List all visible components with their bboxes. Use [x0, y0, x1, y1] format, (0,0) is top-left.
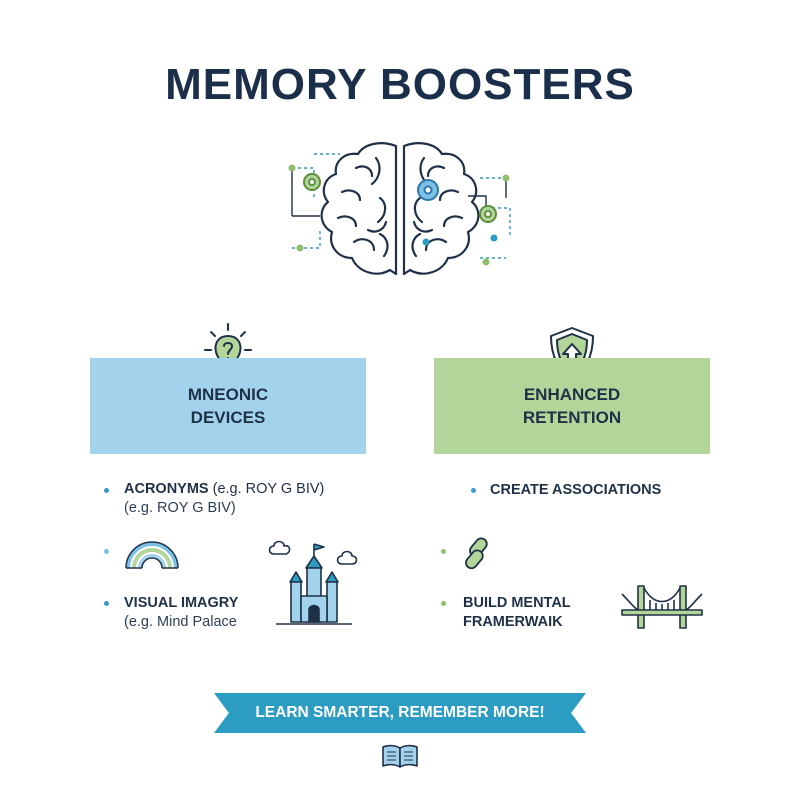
acronyms-item: ACRONYMS (e.g. ROY G BIV) (e.g. ROY G BI… — [124, 480, 324, 518]
brain-gears-icon — [288, 142, 511, 276]
visual-imagery-sub: (e.g. Mind Palace — [124, 614, 237, 630]
bullet-dot — [104, 601, 109, 606]
acronyms-example: (e.g. ROY G BIV) — [208, 481, 325, 497]
create-associations-label: CREATE ASSOCIATIONS — [490, 482, 662, 498]
mnemonic-devices-panel: MNEONIC DEVICES — [90, 358, 366, 454]
bullet-dot — [104, 549, 109, 554]
acronyms-label: ACRONYMS — [124, 481, 209, 497]
rainbow-icon — [125, 541, 179, 569]
page-title: MEMORY BOOSTERS — [165, 60, 635, 109]
bullet-dot — [104, 488, 109, 493]
panel-title-line2: RETENTION — [522, 408, 622, 427]
visual-imagery-item: VISUAL IMAGRY (e.g. Mind Palace — [124, 594, 238, 632]
chain-link-icon — [465, 537, 488, 570]
visual-imagery-label: VISUAL IMAGRY — [124, 595, 239, 611]
panel-title-line1: MNEONIC — [187, 385, 269, 404]
tagline-banner: LEARN SMARTER, REMEMBER MORE! — [214, 693, 586, 733]
castle-icon — [268, 540, 358, 625]
bridge-icon — [621, 585, 703, 629]
create-associations-item: CREATE ASSOCIATIONS — [490, 481, 661, 500]
build-framework-line2: FRAMERWAIK — [463, 614, 563, 630]
panel-title-line2: DEVICES — [190, 408, 266, 427]
banner-text: LEARN SMARTER, REMEMBER MORE! — [255, 704, 545, 721]
bullet-dot — [441, 601, 446, 606]
build-framework-line1: BUILD MENTAL — [463, 595, 571, 611]
open-book-icon — [382, 744, 418, 768]
enhanced-retention-panel: ENHANCED RETENTION — [434, 358, 710, 454]
build-framework-item: BUILD MENTAL FRAMERWAIK — [463, 594, 571, 632]
bullet-dot — [471, 488, 476, 493]
panel-title-line1: ENHANCED — [523, 385, 621, 404]
acronyms-sub: (e.g. ROY G BIV) — [124, 500, 236, 516]
bullet-dot — [441, 549, 446, 554]
